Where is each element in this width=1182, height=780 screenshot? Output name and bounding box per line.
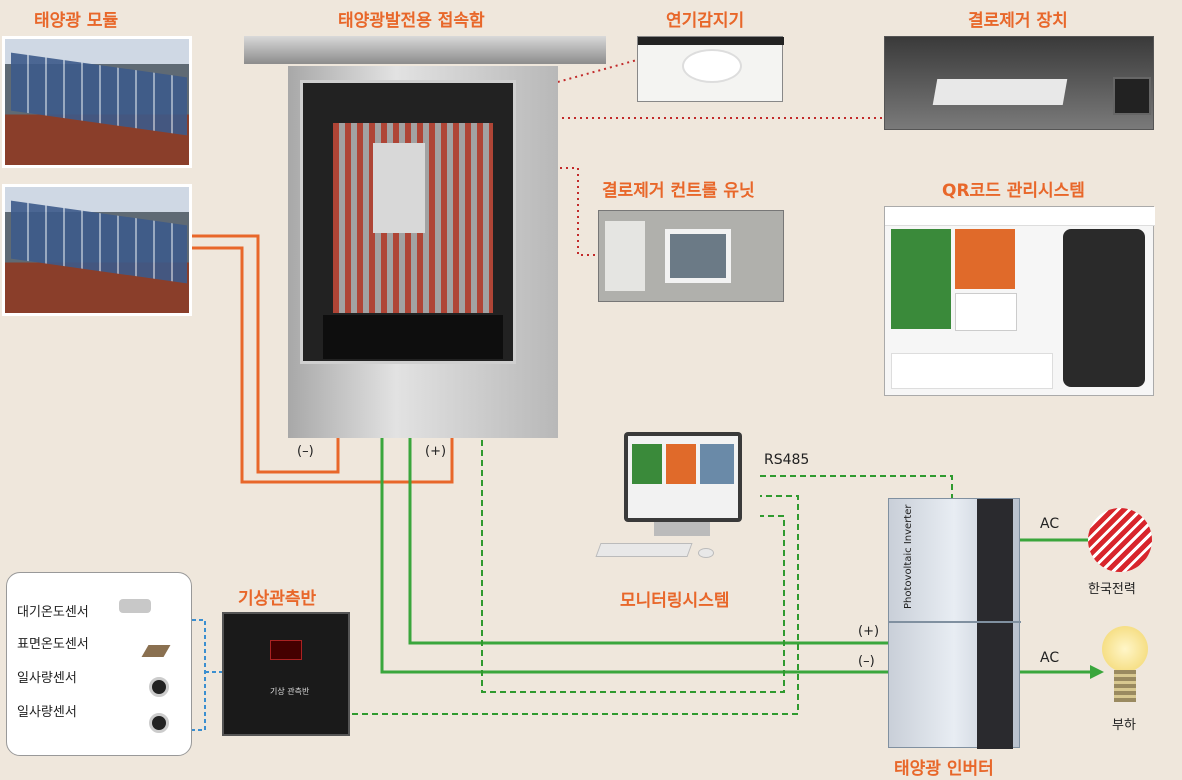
inverter-body: Photovoltaic Inverter [888, 498, 1021, 749]
qr-system-title: QR코드 관리시스템 [942, 181, 1085, 201]
solar-module-title: 태양광 모듈 [34, 11, 119, 31]
weather-panel-label: 기상 관측반 [270, 687, 310, 696]
irradiance-sensor-icon-2 [149, 713, 169, 733]
inverter-text: Photovoltaic Inverter [903, 504, 914, 610]
sensor-label-air-temp: 대기온도센서 [17, 605, 89, 620]
minus-label-box: (–) [297, 444, 314, 459]
monitoring-title: 모니터링시스템 [620, 591, 730, 611]
leader-lines [499, 59, 884, 256]
solar-module-photo-1 [2, 36, 192, 168]
green-dc-wires [380, 340, 1090, 674]
weather-panel-box: 기상 관측반 [222, 612, 350, 736]
sensor-panel: 대기온도센서 표면온도센서 일사량센서 일사량센서 [6, 572, 192, 756]
weather-panel-display [270, 640, 302, 660]
ac-label-2: AC [1040, 650, 1060, 666]
plus-label-box: (+) [425, 444, 447, 459]
arc-device-title: 결로제거 장치 [968, 11, 1068, 31]
sensor-label-surface-temp: 표면온도센서 [17, 637, 89, 652]
solar-module-photo-2 [2, 184, 192, 316]
sensor-dashed-lines [192, 619, 222, 731]
mouse [698, 548, 714, 558]
rs485-label: RS485 [764, 452, 810, 468]
surface-temp-sensor-icon [141, 645, 171, 657]
weather-panel-title: 기상관측반 [238, 589, 317, 609]
arc-control-title: 결로제거 컨트롤 유닛 [602, 181, 755, 201]
arrow-ac-load [1090, 665, 1104, 679]
monitor-stand [654, 522, 710, 536]
kepco-logo [1088, 508, 1152, 572]
arc-control-photo [598, 210, 784, 302]
load-label: 부하 [1112, 718, 1136, 733]
smoke-detector-photo [637, 36, 784, 102]
ac-label-1: AC [1040, 516, 1060, 532]
plus-label-inverter: (+) [858, 624, 880, 639]
arc-device-photo [884, 36, 1154, 130]
qr-system-screenshot [884, 206, 1155, 396]
signal-dashed-lines [352, 340, 953, 715]
minus-label-inverter: (–) [858, 654, 875, 669]
smoke-detector-title: 연기감지기 [666, 11, 745, 31]
keyboard [595, 543, 693, 557]
bulb-base [1114, 670, 1136, 702]
kepco-label: 한국전력 [1088, 582, 1136, 597]
sensor-label-irradiance-2: 일사량센서 [17, 705, 77, 720]
sensor-label-irradiance-1: 일사량센서 [17, 671, 77, 686]
junction-box-interior [300, 80, 516, 364]
bulb-icon [1102, 626, 1148, 672]
monitor-screen [624, 432, 742, 522]
air-temp-sensor-icon [119, 599, 151, 613]
irradiance-sensor-icon-1 [149, 677, 169, 697]
inverter-title: 태양광 인버터 [894, 759, 994, 779]
junction-box-lid [244, 36, 606, 64]
junction-box-title: 태양광발전용 접속함 [338, 11, 485, 31]
